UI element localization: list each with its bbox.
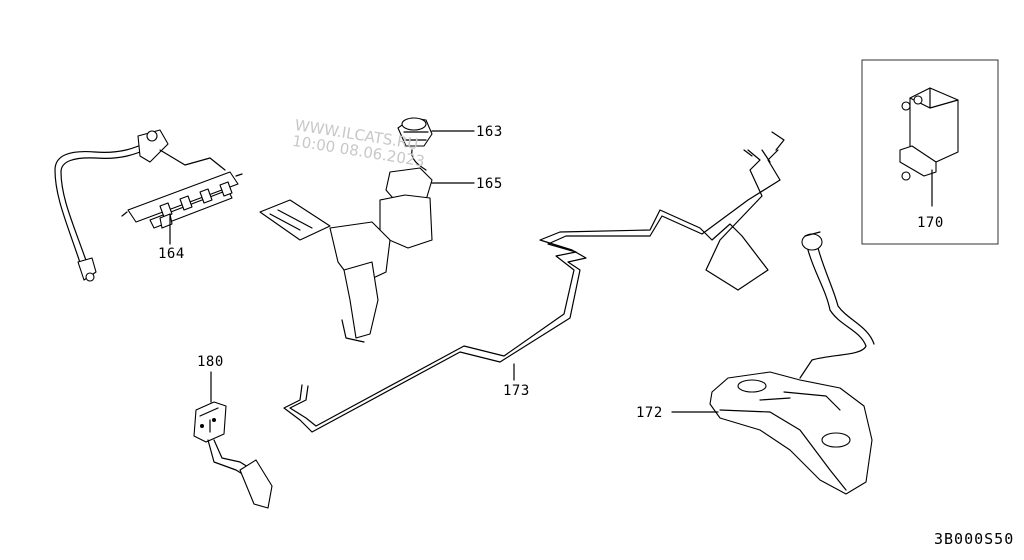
part-label-164[interactable]: 164 [158,246,185,262]
evap-canister[interactable] [899,87,959,181]
part-label-163[interactable]: 163 [476,124,503,140]
part-label-172[interactable]: 172 [636,405,663,421]
detail-box [861,59,999,245]
fuel-rail-assembly[interactable] [54,129,243,282]
fuel-tank[interactable] [709,231,875,495]
part-label-173[interactable]: 173 [503,383,530,399]
diagram-code: 3B000S50 [934,530,1015,548]
part-label-180[interactable]: 180 [197,354,224,370]
fuel-pipe[interactable] [283,131,785,433]
part-label-165[interactable]: 165 [476,176,503,192]
accelerator-pedal[interactable] [193,401,273,509]
intake-assembly[interactable] [259,149,433,343]
throttle-fitting[interactable] [397,117,433,147]
part-label-170[interactable]: 170 [917,215,944,231]
